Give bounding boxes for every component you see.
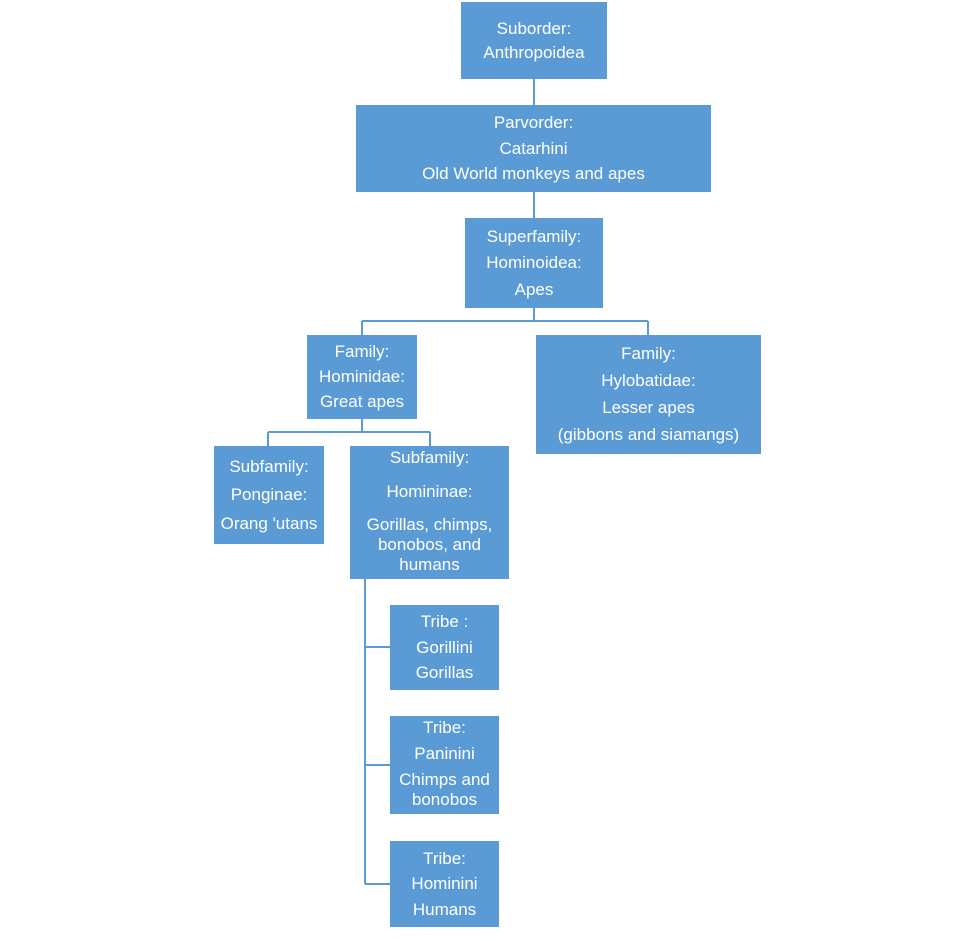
node-subfamily-ponginae: Subfamily: Ponginae: Orang 'utans: [214, 446, 324, 544]
node-line: Hominini: [411, 874, 478, 893]
node-parvorder-catarhini: Parvorder: Catarhini Old World monkeys a…: [356, 105, 711, 192]
node-superfamily-hominoidea: Superfamily: Hominoidea: Apes: [465, 218, 603, 308]
node-line: Tribe:: [423, 848, 466, 868]
node-line: Catarhini: [499, 138, 568, 158]
node-line: Great apes: [319, 392, 405, 411]
edge-hominidae-subfamilies: [267, 419, 431, 446]
node-line: Lesser apes: [602, 398, 695, 417]
node-line: Hominidae:: [319, 367, 405, 386]
node-line: Chimps and bonobos: [399, 770, 490, 809]
node-line: Family:: [334, 342, 390, 361]
node-line: Old World monkeys and apes: [422, 164, 645, 184]
node-line: Orang 'utans: [220, 513, 318, 533]
node-line: Gorillini: [416, 637, 473, 657]
node-tribe-hominini: Tribe: Hominini Humans: [390, 841, 499, 927]
node-line: Subfamily:: [229, 456, 309, 476]
node-line: Family:: [621, 344, 676, 363]
node-line: Subfamily:: [389, 448, 470, 467]
node-tribe-paninini: Tribe: Paninini Chimps and bonobos: [390, 716, 499, 814]
node-line: Paninini: [414, 744, 475, 763]
node-line: Anthropoidea: [483, 42, 585, 62]
node-subfamily-homininae: Subfamily: Homininae: Gorillas, chimps, …: [350, 446, 509, 579]
node-family-hylobatidae: Family: Hylobatidae: Lesser apes (gibbon…: [536, 335, 761, 454]
node-line: (gibbons and siamangs): [557, 425, 740, 444]
node-line: Gorillas: [415, 662, 474, 682]
edge-superfamily-families: [361, 308, 649, 335]
node-line: Suborder:: [496, 18, 572, 38]
edge-homininae-tribes: [364, 579, 390, 885]
node-line: Gorillas, chimps, bonobos, and humans: [366, 515, 493, 574]
node-line: Homininae:: [386, 481, 473, 501]
node-line: Parvorder:: [493, 112, 574, 132]
node-line: Superfamily:: [486, 226, 582, 246]
node-tribe-gorillini: Tribe : Gorillini Gorillas: [390, 605, 499, 690]
node-line: Hominoidea:: [486, 253, 582, 272]
node-line: Humans: [412, 899, 477, 919]
node-line: Ponginae:: [230, 485, 308, 504]
node-line: Hylobatidae:: [601, 371, 696, 390]
node-line: Tribe :: [420, 612, 469, 632]
node-suborder-anthropoidea: Suborder: Anthropoidea: [461, 2, 607, 79]
node-family-hominidae: Family: Hominidae: Great apes: [307, 335, 417, 419]
node-line: Apes: [514, 279, 554, 299]
node-line: Tribe:: [423, 718, 466, 737]
